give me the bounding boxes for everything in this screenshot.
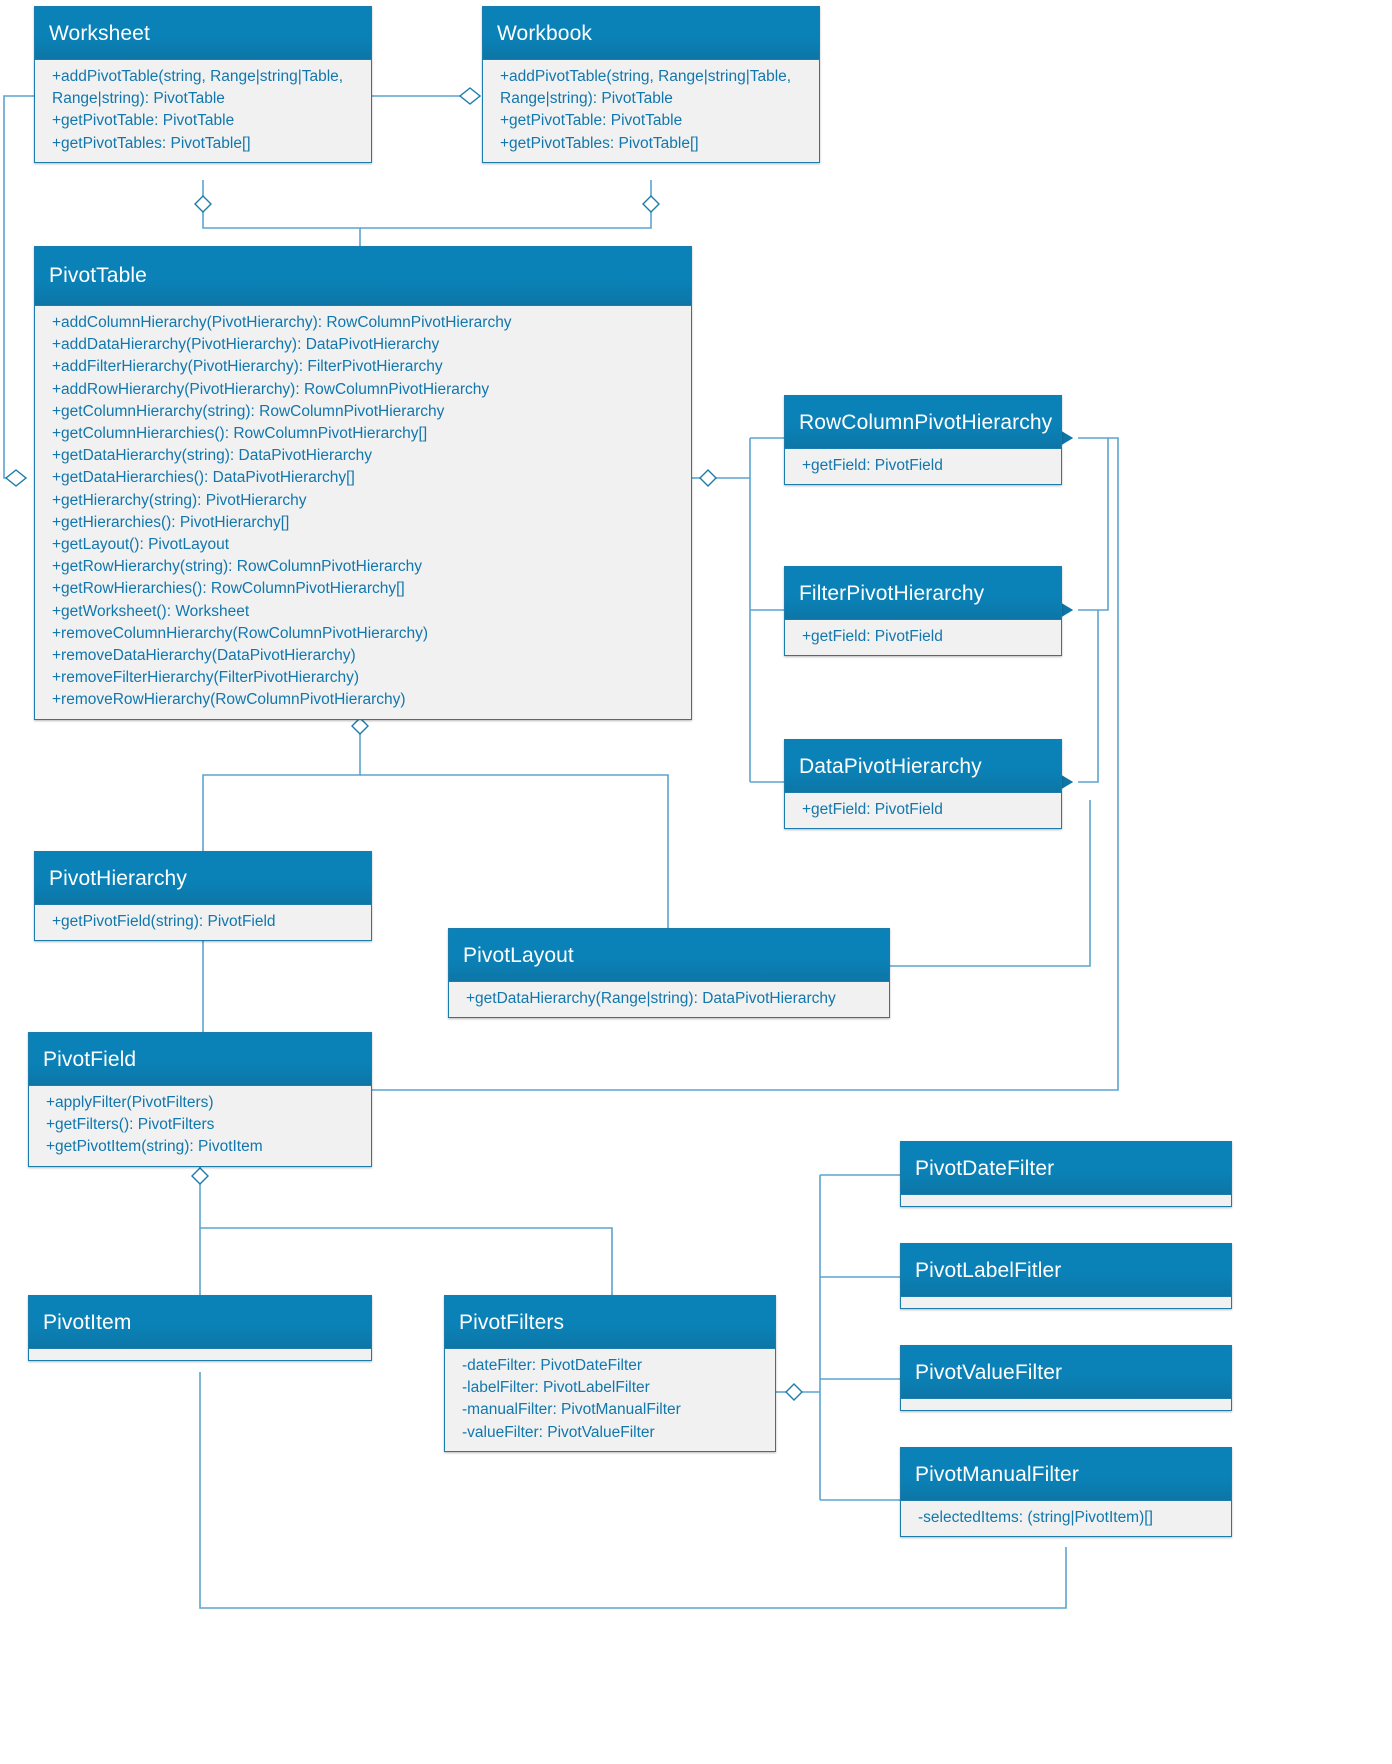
member: +removeDataHierarchy(DataPivotHierarchy) <box>52 647 356 665</box>
diamond-pivotfield-bottom <box>191 1167 209 1185</box>
class-title-workbook: Workbook <box>483 7 819 59</box>
link-workbook-pivottable-b <box>360 212 652 229</box>
member: +getPivotTables: PivotTable[] <box>500 134 699 152</box>
class-box-pivotlayout[interactable]: PivotLayout +getDataHierarchy(Range|stri… <box>448 928 890 1019</box>
member: +getDataHierarchy(Range|string): DataPiv… <box>466 990 836 1007</box>
class-members-pivotvaluefilter <box>901 1398 1231 1410</box>
class-box-pivotmanualfilter[interactable]: PivotManualFilter -selectedItems: (strin… <box>900 1447 1232 1538</box>
member: +addColumnHierarchy(PivotHierarchy): Row… <box>52 314 512 331</box>
link-filter-rail <box>1078 438 1109 611</box>
diamond-pivotfilters-right <box>785 1383 803 1401</box>
class-members-pivotlayout: +getDataHierarchy(Range|string): DataPiv… <box>449 981 889 1018</box>
member: +getPivotTables: PivotTable[] <box>52 134 251 152</box>
link-pt-pivothierarchy <box>202 734 361 851</box>
member: +getFilters(): PivotFilters <box>46 1116 215 1134</box>
member: +addPivotTable(string, Range|string|Tabl… <box>52 68 344 108</box>
class-members-pivotfilters: -dateFilter: PivotDateFilter -labelFilte… <box>445 1348 775 1451</box>
member: +getDataHierarchy(string): DataPivotHier… <box>52 447 373 465</box>
class-members-pivothierarchy: +getPivotField(string): PivotField <box>35 904 371 941</box>
member: +applyFilter(PivotFilters) <box>46 1094 214 1111</box>
class-box-datapivothierarchy[interactable]: DataPivotHierarchy +getField: PivotField <box>784 739 1062 830</box>
class-box-pivotdatefilter[interactable]: PivotDateFilter <box>900 1141 1232 1207</box>
class-title-worksheet: Worksheet <box>35 7 371 59</box>
member: +removeRowHierarchy(RowColumnPivotHierar… <box>52 691 406 709</box>
member: +getPivotItem(string): PivotItem <box>46 1138 263 1156</box>
diamond-worksheet-down <box>194 195 212 213</box>
member: +getRowHierarchies(): RowColumnPivotHier… <box>52 580 405 598</box>
member: +getColumnHierarchy(string): RowColumnPi… <box>52 402 445 420</box>
link-pivotfield-pivotfilters <box>199 1184 613 1295</box>
class-members-pivotlabelfilter <box>901 1296 1231 1308</box>
link-pt-pivotlayout <box>360 774 669 928</box>
class-members-rowcolumnpivothierarchy: +getField: PivotField <box>785 448 1061 485</box>
member: +addDataHierarchy(PivotHierarchy): DataP… <box>52 336 440 354</box>
diamond-pivottable-left <box>4 469 28 487</box>
class-box-pivotlabelfilter[interactable]: PivotLabelFitler <box>900 1243 1232 1309</box>
class-members-pivotmanualfilter: -selectedItems: (string|PivotItem)[] <box>901 1500 1231 1537</box>
class-members-datapivothierarchy: +getField: PivotField <box>785 792 1061 829</box>
class-title-pivotmanualfilter: PivotManualFilter <box>901 1448 1231 1500</box>
class-title-pivottable: PivotTable <box>35 247 691 305</box>
class-title-pivothierarchy: PivotHierarchy <box>35 852 371 904</box>
member: -labelFilter: PivotLabelFilter <box>462 1379 650 1397</box>
diamond-workbook-down <box>642 195 660 213</box>
member: +removeFilterHierarchy(FilterPivotHierar… <box>52 669 360 687</box>
diamond-pivottable-bottom <box>351 717 369 735</box>
class-members-worksheet: +addPivotTable(string, Range|string|Tabl… <box>35 59 371 162</box>
member: +getPivotTable: PivotTable <box>500 112 683 130</box>
class-members-pivotdatefilter <box>901 1194 1231 1206</box>
class-box-pivothierarchy[interactable]: PivotHierarchy +getPivotField(string): P… <box>34 851 372 942</box>
member: +getField: PivotField <box>802 457 943 474</box>
member: +addPivotTable(string, Range|string|Tabl… <box>500 68 792 108</box>
class-box-pivotvaluefilter[interactable]: PivotValueFilter <box>900 1345 1232 1411</box>
member: +getRowHierarchy(string): RowColumnPivot… <box>52 558 422 576</box>
member: +getHierarchy(string): PivotHierarchy <box>52 491 307 509</box>
class-box-worksheet[interactable]: Worksheet +addPivotTable(string, Range|s… <box>34 6 372 163</box>
link-worksheet-left-rail <box>3 95 34 479</box>
class-title-pivotfilters: PivotFilters <box>445 1296 775 1348</box>
class-members-filterpivothierarchy: +getField: PivotField <box>785 619 1061 656</box>
diamond-pivottable-right <box>699 469 717 487</box>
member: +getDataHierarchies(): DataPivotHierarch… <box>52 469 355 487</box>
class-title-datapivothierarchy: DataPivotHierarchy <box>785 740 1061 792</box>
member: -dateFilter: PivotDateFilter <box>462 1357 643 1374</box>
class-members-pivotfield: +applyFilter(PivotFilters) +getFilters()… <box>29 1085 371 1166</box>
member: +getField: PivotField <box>802 801 943 818</box>
link-data-rail <box>1078 610 1099 783</box>
class-box-pivottable[interactable]: PivotTable +addColumnHierarchy(PivotHier… <box>34 246 692 720</box>
class-box-workbook[interactable]: Workbook +addPivotTable(string, Range|st… <box>482 6 820 163</box>
class-box-rowcolumnpivothierarchy[interactable]: RowColumnPivotHierarchy +getField: Pivot… <box>784 395 1062 486</box>
member: +getPivotField(string): PivotField <box>52 913 276 930</box>
class-members-pivotitem <box>29 1348 371 1360</box>
class-title-pivotdatefilter: PivotDateFilter <box>901 1142 1231 1194</box>
class-title-pivotitem: PivotItem <box>29 1296 371 1348</box>
member: +getLayout(): PivotLayout <box>52 536 230 554</box>
member: +getWorksheet(): Worksheet <box>52 602 250 620</box>
class-title-pivotvaluefilter: PivotValueFilter <box>901 1346 1231 1398</box>
member: -manualFilter: PivotManualFilter <box>462 1401 681 1419</box>
member: -selectedItems: (string|PivotItem)[] <box>918 1509 1153 1526</box>
member: +removeColumnHierarchy(RowColumnPivotHie… <box>52 624 428 642</box>
class-box-filterpivothierarchy[interactable]: FilterPivotHierarchy +getField: PivotFie… <box>784 566 1062 657</box>
class-title-pivotlabelfilter: PivotLabelFitler <box>901 1244 1231 1296</box>
class-members-pivottable: +addColumnHierarchy(PivotHierarchy): Row… <box>35 305 691 719</box>
class-box-pivotfilters[interactable]: PivotFilters -dateFilter: PivotDateFilte… <box>444 1295 776 1452</box>
member: -valueFilter: PivotValueFilter <box>462 1423 655 1441</box>
diamond-workbook-aggregation <box>458 87 482 105</box>
class-box-pivotfield[interactable]: PivotField +applyFilter(PivotFilters) +g… <box>28 1032 372 1167</box>
class-members-workbook: +addPivotTable(string, Range|string|Tabl… <box>483 59 819 162</box>
member: +getPivotTable: PivotTable <box>52 112 235 130</box>
member: +getColumnHierarchies(): RowColumnPivotH… <box>52 425 428 443</box>
member: +getField: PivotField <box>802 628 943 645</box>
link-worksheet-pivottable-b <box>202 212 361 246</box>
class-title-pivotlayout: PivotLayout <box>449 929 889 981</box>
class-title-rowcolumnpivothierarchy: RowColumnPivotHierarchy <box>785 396 1061 448</box>
member: +addFilterHierarchy(PivotHierarchy): Fil… <box>52 358 443 376</box>
class-title-filterpivothierarchy: FilterPivotHierarchy <box>785 567 1061 619</box>
member: +getHierarchies(): PivotHierarchy[] <box>52 513 290 531</box>
member: +addRowHierarchy(PivotHierarchy): RowCol… <box>52 380 490 398</box>
class-title-pivotfield: PivotField <box>29 1033 371 1085</box>
class-box-pivotitem[interactable]: PivotItem <box>28 1295 372 1361</box>
